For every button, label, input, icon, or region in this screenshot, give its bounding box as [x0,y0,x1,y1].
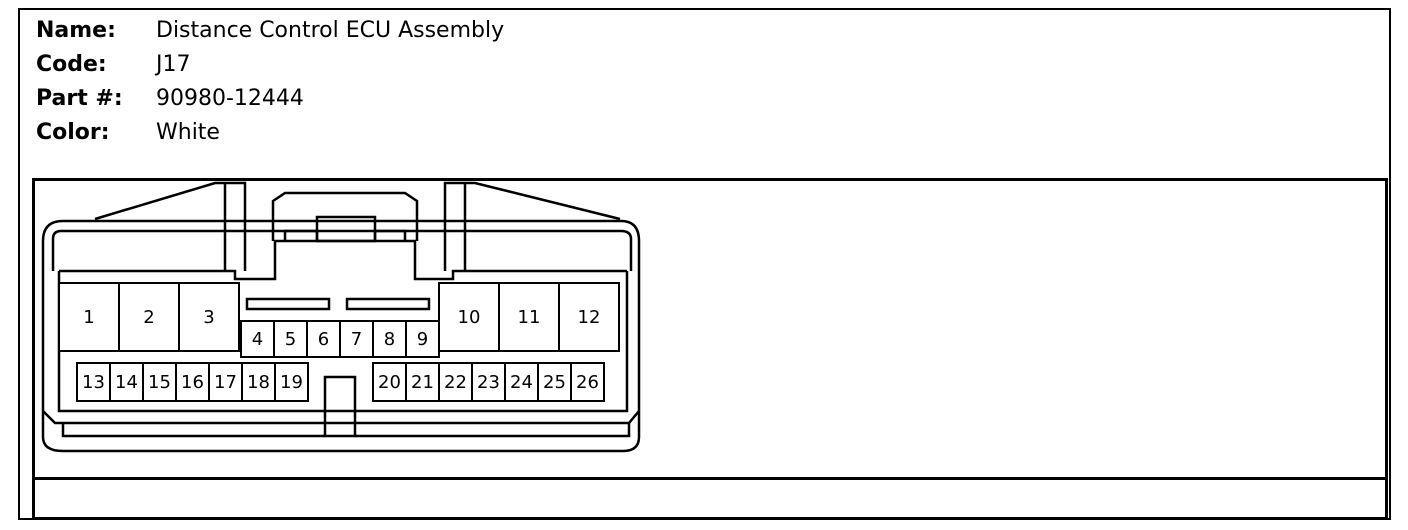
color-label: Color: [36,120,110,145]
pin-cavity-24: 24 [504,362,539,402]
pin-number: 22 [444,372,467,393]
pin-box [498,282,560,352]
pin-number: 24 [510,372,533,393]
code-value: J17 [156,52,191,77]
pin-number: 19 [280,372,303,393]
pin-number: 11 [518,307,541,328]
pin-number: 7 [351,329,362,350]
pin-number: 13 [82,372,105,393]
pin-cavity-21: 21 [405,362,440,402]
center-lock-outline [271,191,419,241]
pin-cavity-16: 16 [175,362,210,402]
pin-cavity-3: 3 [178,282,240,352]
pin-cavity-22: 22 [438,362,473,402]
pin-cavity-7: 7 [339,320,374,358]
pin-box [372,362,407,402]
slot-right [345,297,431,311]
pin-box [240,320,275,358]
pin-box [372,320,407,358]
pin-cavity-18: 18 [241,362,276,402]
pin-cavity-10: 10 [438,282,500,352]
pin-cavity-11: 11 [498,282,560,352]
name-value: Distance Control ECU Assembly [156,18,505,43]
pin-cavity-17: 17 [208,362,243,402]
housing-outline [41,219,641,453]
pin-cavity-25: 25 [537,362,572,402]
part-value: 90980-12444 [156,86,304,111]
pin-cavity-5: 5 [273,320,308,358]
connector-card: Name: Distance Control ECU Assembly Code… [18,8,1391,520]
pin-number: 14 [115,372,138,393]
left-latch-wing [94,181,247,271]
pin-number: 9 [417,329,428,350]
pin-number: 10 [458,307,481,328]
pin-number: 12 [578,307,601,328]
pin-box [405,320,440,358]
pin-number: 20 [378,372,401,393]
pin-box [339,320,374,358]
pin-number: 3 [203,307,214,328]
pin-cavity-12: 12 [558,282,620,352]
pin-cavity-4: 4 [240,320,275,358]
pin-box [109,362,144,402]
pin-cavity-26: 26 [570,362,605,402]
pin-number: 2 [143,307,154,328]
pin-number: 4 [252,329,263,350]
code-label: Code: [36,52,107,77]
pin-cavity-15: 15 [142,362,177,402]
pin-box [438,282,500,352]
pin-number: 15 [148,372,171,393]
pin-box [58,282,120,352]
pin-box [438,362,473,402]
pin-box [178,282,240,352]
pin-box [76,362,111,402]
pin-cavity-20: 20 [372,362,407,402]
pin-box [405,362,440,402]
pin-number: 5 [285,329,296,350]
pin-box [142,362,177,402]
pin-number: 21 [411,372,434,393]
slot-left [245,297,331,311]
pin-number: 23 [477,372,500,393]
pin-cavity-23: 23 [471,362,506,402]
key-notch [323,375,357,438]
pin-box [118,282,180,352]
pin-number: 26 [576,372,599,393]
pin-box [274,362,309,402]
pin-cavity-2: 2 [118,282,180,352]
pin-number: 18 [247,372,270,393]
pin-cavity-13: 13 [76,362,111,402]
pin-number: 25 [543,372,566,393]
pin-box [570,362,605,402]
name-label: Name: [36,18,116,43]
pin-cavity-14: 14 [109,362,144,402]
pin-cavity-19: 19 [274,362,309,402]
pin-cavity-1: 1 [58,282,120,352]
pin-number: 8 [384,329,395,350]
pin-number: 6 [318,329,329,350]
pin-number: 16 [181,372,204,393]
pin-number: 17 [214,372,237,393]
pin-box [504,362,539,402]
pin-cavity-6: 6 [306,320,341,358]
pin-box [471,362,506,402]
pin-box [175,362,210,402]
pin-cavity-8: 8 [372,320,407,358]
divider-line [35,477,1385,480]
pin-cavity-9: 9 [405,320,440,358]
pin-box [558,282,620,352]
connector-info: Name: Distance Control ECU Assembly Code… [20,10,1389,178]
right-latch-wing [443,181,621,271]
color-value: White [156,120,220,145]
part-label: Part #: [36,86,123,111]
pin-number: 1 [83,307,94,328]
